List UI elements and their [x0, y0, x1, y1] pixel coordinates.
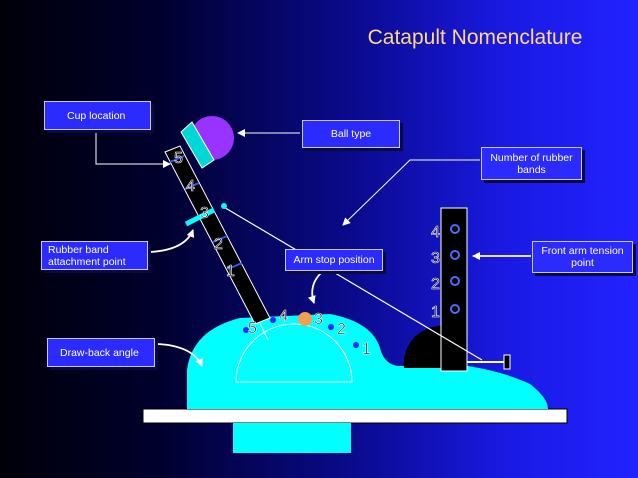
attachment-dot: [221, 203, 227, 209]
arm-number: 5: [174, 150, 183, 167]
stop-hole-1: [353, 342, 359, 348]
arm-number: 4: [186, 178, 195, 195]
post-wheel: [403, 325, 446, 368]
cup-location-arrow: [95, 131, 171, 168]
arm-number: 2: [214, 236, 223, 253]
stop-number: 5: [248, 320, 257, 337]
cup-location-label: Cup location: [44, 101, 151, 130]
post-hole-2: [450, 276, 460, 286]
post-number: 3: [431, 250, 440, 267]
stop-hole-5: [243, 327, 249, 333]
post-hole-4: [450, 224, 460, 234]
stop-number: 1: [362, 341, 371, 358]
cup: [180, 121, 215, 169]
draw-back-protractor: [235, 323, 353, 383]
post-number: 1: [431, 304, 440, 321]
arm-numbers: 5 4 3 2 1: [174, 150, 236, 281]
front-tension-label: Front arm tension point: [532, 241, 633, 273]
arm-stop-label: Arm stop position: [285, 249, 383, 271]
stop-number: 4: [279, 308, 288, 325]
rubber-attachment-label: Rubber band attachment point: [41, 241, 148, 270]
stop-hole-2: [328, 324, 334, 330]
arm-number: 1: [226, 263, 235, 280]
post-number: 4: [431, 224, 440, 241]
stop-number: 2: [337, 321, 346, 338]
rubber-bands-label: Number of rubber bands: [481, 147, 582, 180]
post-numbers: 4 3 2 1: [431, 224, 441, 322]
arm-band-4: [184, 182, 200, 190]
draw-back-arrow: [157, 343, 203, 367]
throwing-arm: [164, 145, 271, 325]
post-hole-1: [450, 304, 460, 314]
arm-stop-arrow: [307, 271, 323, 304]
attachment-pin: [184, 207, 216, 227]
post-number: 2: [431, 276, 440, 293]
draw-back-label: Draw-back angle: [47, 338, 155, 367]
rubber-bands-arrow: [342, 159, 480, 226]
stop-numbers: 5 4 3 2 1: [248, 308, 372, 359]
ball-type-label: Ball type: [302, 120, 400, 148]
rubber-band: [221, 205, 483, 361]
tension-bolt-head: [503, 354, 511, 370]
stop-hole-4: [270, 317, 276, 323]
arm-band-2: [212, 235, 228, 243]
base-foot: [233, 423, 351, 453]
catapult-body: [187, 314, 548, 409]
arm-band-1: [227, 262, 243, 270]
post-hole-3: [450, 250, 460, 260]
stop-number: 3: [314, 311, 323, 328]
arm-stop-peg: [298, 312, 312, 326]
base-board: [142, 408, 568, 424]
attachment-arrow: [149, 229, 195, 253]
arm-band-5: [169, 155, 185, 163]
page-title: Catapult Nomenclature: [367, 26, 583, 49]
arm-number: 3: [200, 205, 209, 222]
